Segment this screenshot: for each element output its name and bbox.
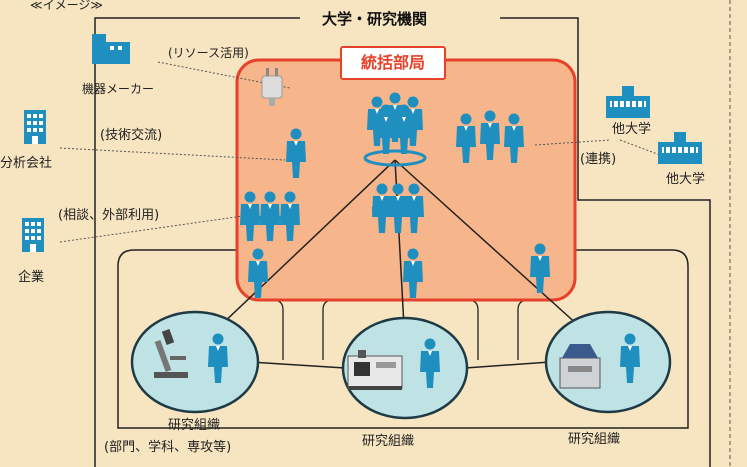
- entity-analysis-company: 分析会社: [0, 156, 53, 171]
- consult-group-icon: [240, 191, 300, 241]
- institution-title: 大学・研究機関: [318, 8, 432, 29]
- centrifuge-icon: [559, 344, 601, 389]
- partner-university-1: 他大学: [612, 122, 652, 137]
- entity-company: 企業: [18, 270, 45, 285]
- analysis-company-icon: [24, 110, 46, 144]
- research-org-label-1: 研究組織: [168, 418, 221, 433]
- entity-manufacturer: 機器メーカー: [82, 82, 155, 96]
- relation-consult: (相談、外部利用): [58, 208, 160, 223]
- research-org-circle-1: [130, 310, 260, 414]
- university-icon-2: [658, 132, 702, 164]
- institution-boundary-left: [94, 17, 300, 467]
- research-org-label-3: 研究組織: [568, 432, 621, 447]
- partner-university-2: 他大学: [666, 172, 706, 187]
- research-org-label-2: 研究組織: [362, 434, 415, 449]
- relation-resource: (リソース活用): [168, 46, 249, 60]
- analyzer-icon: [347, 350, 403, 390]
- meeting-group-icon: [372, 183, 424, 233]
- research-org-sublabel-1: (部門、学科、専攻等): [104, 440, 232, 455]
- central-dept-label: 統括部局: [340, 46, 446, 80]
- management-group-icon: [363, 92, 427, 167]
- link-dept-org1: [199, 159, 396, 346]
- institution-boundary-right: [500, 17, 711, 467]
- image-label: ≪イメージ≫: [30, 0, 103, 12]
- plug-icon: [261, 68, 283, 106]
- relation-tech-exchange: (技術交流): [100, 128, 163, 143]
- microscope-icon: [154, 329, 188, 378]
- university-icon-1: [606, 86, 650, 118]
- company-icon: [22, 218, 44, 252]
- relation-cooperation: (連携): [580, 152, 617, 167]
- research-frame: [117, 249, 689, 429]
- factory-icon: [92, 34, 130, 64]
- link-dept-org3: [394, 159, 601, 346]
- research-org-circle-2: [341, 316, 469, 420]
